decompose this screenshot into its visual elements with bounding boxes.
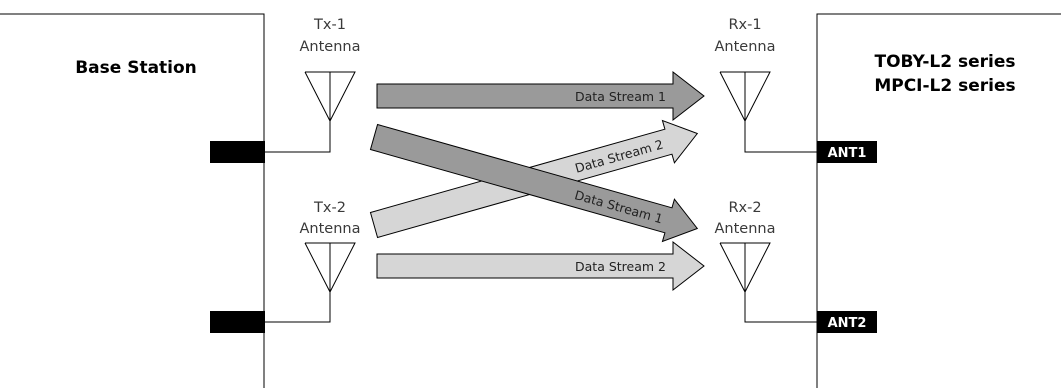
base-connector-1 <box>210 141 265 163</box>
stream-arrow-tx1-rx2: Data Stream 1 <box>369 123 699 243</box>
stream-arrow-tx2-rx2: Data Stream 2 <box>376 240 705 292</box>
ant1-port <box>817 141 877 163</box>
stream-arrow-tx2-rx2-label: Data Stream 2 <box>575 259 666 274</box>
stream-arrow-tx1-rx1-body <box>376 70 705 122</box>
stream-arrow-tx1-rx2-body <box>369 123 699 243</box>
rx1-antenna: Rx-1 Antenna <box>715 17 817 153</box>
tx1-antenna: Tx-1 Antenna <box>264 17 361 153</box>
ant1-port-label: ANT1 <box>828 146 867 161</box>
stream-arrow-tx1-rx1: Data Stream 1 <box>376 70 705 122</box>
rx1-label-line1: Rx-1 <box>728 17 761 33</box>
stream-arrow-tx1-rx1-label: Data Stream 1 <box>575 89 666 104</box>
ant2-port-label: ANT2 <box>828 316 867 331</box>
ant2-port <box>817 311 877 333</box>
rx2-antenna: Rx-2 Antenna <box>715 200 817 323</box>
rx2-label-line2: Antenna <box>715 221 776 237</box>
device-title-line2: MPCI-L2 series <box>874 76 1015 96</box>
base-station-title: Base Station <box>75 58 197 78</box>
tx2-label-line2: Antenna <box>300 221 361 237</box>
tx2-antenna: Tx-2 Antenna <box>264 200 361 323</box>
tx1-label-line2: Antenna <box>300 39 361 55</box>
tx2-label-line1: Tx-2 <box>313 200 346 216</box>
rx2-label-line1: Rx-2 <box>728 200 761 216</box>
base-connector-2 <box>210 311 265 333</box>
tx1-label-line1: Tx-1 <box>313 17 346 33</box>
stream-arrow-tx2-rx2-body <box>376 240 705 292</box>
rx1-label-line2: Antenna <box>715 39 776 55</box>
device-title-line1: TOBY-L2 series <box>874 52 1015 72</box>
